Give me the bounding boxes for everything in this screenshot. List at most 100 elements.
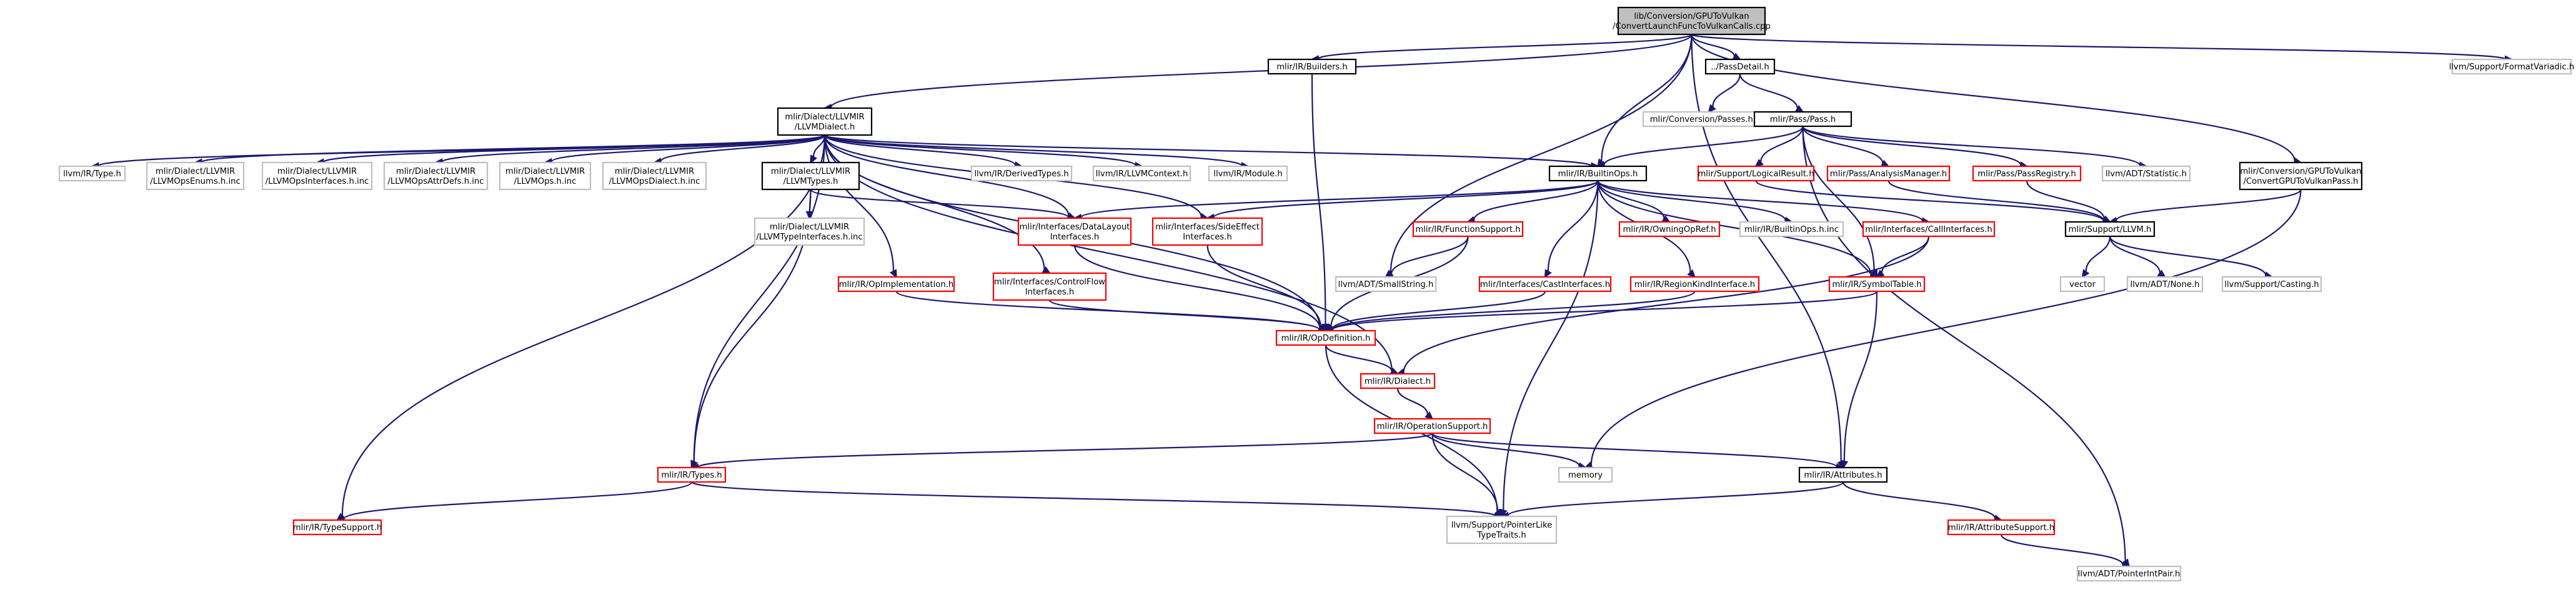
edge-line bbox=[2000, 534, 2124, 566]
node-opdefinition[interactable]: mlir/IR/OpDefinition.h bbox=[1275, 329, 1376, 346]
node-box bbox=[2126, 276, 2204, 293]
node-label: TypeTraits.h bbox=[1476, 531, 1526, 540]
node-analysismanager[interactable]: mlir/Pass/AnalysisManager.h bbox=[1826, 165, 1951, 182]
edge-converttovulkanpass-to-supportllvm bbox=[2108, 189, 2302, 225]
edge-line bbox=[1755, 180, 2105, 222]
edge-arrowhead bbox=[1754, 159, 1764, 168]
node-logicalresult[interactable]: mlir/Support/LogicalResult.h bbox=[1697, 165, 1815, 182]
edge-line bbox=[1403, 236, 1930, 373]
edge-line bbox=[1843, 291, 1878, 462]
edge-supportllvm-to-vector bbox=[2081, 236, 2111, 279]
node-operationsupport[interactable]: mlir/IR/OperationSupport.h bbox=[1373, 418, 1491, 434]
node-dialect[interactable]: mlir/IR/Dialect.h bbox=[1360, 373, 1436, 389]
node-label: mlir/IR/FunctionSupport.h bbox=[1415, 225, 1520, 234]
edge-line bbox=[2026, 180, 2106, 219]
node-opsinterfaces: mlir/Dialect/LLVMIR/LLVMOpsInterfaces.h.… bbox=[261, 161, 373, 191]
node-label: lib/Conversion/GPUToVulkan bbox=[1634, 12, 1749, 21]
edge-callinterfaces-to-symboltable bbox=[1875, 236, 1930, 278]
node-label: mlir/Dialect/LLVMIR bbox=[770, 223, 849, 232]
edge-operationsupport-to-pointerliketypetraits bbox=[1431, 433, 1503, 518]
edge-attributesupport-to-pointerintpair bbox=[2000, 534, 2131, 569]
node-box bbox=[1267, 58, 1357, 75]
node-castinterfaces[interactable]: mlir/Interfaces/CastInterfaces.h bbox=[1478, 276, 1612, 293]
edge-operationsupport-to-attributes bbox=[1431, 432, 1845, 471]
edge-line bbox=[823, 134, 895, 272]
node-memory: memory bbox=[1558, 466, 1613, 483]
node-opsenums: mlir/Dialect/LLVMIR/LLVMOpsEnums.h.inc bbox=[146, 161, 245, 191]
edge-line bbox=[1048, 299, 1321, 331]
node-builders[interactable]: mlir/IR/Builders.h bbox=[1267, 58, 1357, 75]
node-regionkind[interactable]: mlir/IR/RegionKindInterface.h bbox=[1629, 276, 1760, 293]
edge-arrowhead bbox=[1708, 104, 1716, 114]
node-root[interactable]: lib/Conversion/GPUToVulkan/ConvertLaunch… bbox=[1613, 6, 1771, 36]
node-converttovulkanpass[interactable]: mlir/Conversion/GPUToVulkan/ConvertGPUTo… bbox=[2239, 161, 2363, 191]
node-box bbox=[1151, 217, 1263, 246]
node-types[interactable]: mlir/IR/Types.h bbox=[657, 466, 727, 483]
node-attributesupport[interactable]: mlir/IR/AttributeSupport.h bbox=[1947, 519, 2056, 536]
edge-line bbox=[1802, 126, 1884, 164]
node-box bbox=[970, 165, 1073, 182]
node-pass[interactable]: mlir/Pass/Pass.h bbox=[1753, 111, 1852, 128]
node-llvmdialect[interactable]: mlir/Dialect/LLVMIR/LLVMDialect.h bbox=[777, 107, 873, 136]
node-opimplementation[interactable]: mlir/IR/OpImplementation.h bbox=[837, 276, 955, 293]
edge-line bbox=[1390, 34, 1693, 273]
node-supportllvm[interactable]: mlir/Support/LLVM.h bbox=[2064, 221, 2156, 238]
node-irtype: llvm/IR/Type.h bbox=[58, 165, 126, 182]
edge-line bbox=[1311, 73, 1326, 325]
node-box bbox=[2059, 276, 2106, 293]
edge-line bbox=[697, 432, 1433, 468]
node-functionsupport[interactable]: mlir/IR/FunctionSupport.h bbox=[1412, 221, 1524, 238]
node-attributes[interactable]: mlir/IR/Attributes.h bbox=[1798, 466, 1888, 483]
edge-line bbox=[441, 134, 826, 163]
node-label: Interfaces.h bbox=[1183, 233, 1231, 242]
node-smallstring: llvm/ADT/SmallString.h bbox=[1335, 276, 1437, 293]
node-box bbox=[1360, 373, 1436, 389]
node-label: mlir/IR/TypeSupport.h bbox=[293, 523, 382, 533]
edge-line bbox=[1597, 180, 1786, 221]
node-label: /LLVMOpsEnums.h.inc bbox=[150, 177, 241, 186]
edge-attributes-to-attributesupport bbox=[1842, 481, 2003, 523]
node-passregistry[interactable]: mlir/Pass/PassRegistry.h bbox=[1972, 165, 2082, 182]
edge-line bbox=[1691, 34, 2295, 161]
edge-builtinops-to-sideeffect bbox=[1205, 179, 1599, 222]
node-builtinops[interactable]: mlir/IR/BuiltinOps.h bbox=[1548, 165, 1648, 182]
node-label: mlir/IR/BuiltinOps.h bbox=[1558, 169, 1638, 179]
node-owningopref[interactable]: mlir/IR/OwningOpRef.h bbox=[1618, 221, 1721, 238]
edge-converttovulkanpass-to-memory bbox=[1584, 189, 2302, 469]
node-label: mlir/Pass/PassRegistry.h bbox=[1977, 169, 2076, 179]
node-label: /ConvertGPUToVulkanPass.h bbox=[2243, 177, 2358, 186]
edge-datalayout-to-opdefinition bbox=[1073, 244, 1328, 333]
node-label: mlir/Dialect/LLVMIR bbox=[771, 167, 850, 176]
node-box bbox=[58, 165, 126, 182]
edge-line bbox=[690, 481, 1496, 517]
edge-arrowhead bbox=[1840, 459, 1849, 469]
edge-arrowhead bbox=[1544, 269, 1552, 279]
node-box bbox=[1618, 221, 1721, 238]
node-box bbox=[1558, 466, 1613, 483]
node-derivedtypes: llvm/IR/DerivedTypes.h bbox=[970, 165, 1073, 182]
node-box bbox=[2064, 221, 2156, 238]
node-symboltable[interactable]: mlir/IR/SymbolTable.h bbox=[1828, 276, 1926, 293]
nodes-layer: lib/Conversion/GPUToVulkan/ConvertLaunch… bbox=[58, 6, 2575, 582]
edge-passdetail-to-passesinc bbox=[1708, 73, 1741, 114]
node-label: ../PassDetail.h bbox=[1711, 63, 1769, 72]
node-typesupport[interactable]: mlir/IR/TypeSupport.h bbox=[293, 519, 382, 536]
node-callinterfaces[interactable]: mlir/Interfaces/CallInterfaces.h bbox=[1862, 221, 1996, 238]
node-label: llvm/IR/Type.h bbox=[63, 169, 121, 179]
edge-line bbox=[1507, 481, 1844, 517]
edge-line bbox=[1887, 180, 2105, 221]
node-passdetail[interactable]: ../PassDetail.h bbox=[1704, 58, 1776, 75]
node-typeinterfacesinc: mlir/Dialect/LLVMIR/LLVMTypeInterfaces.h… bbox=[753, 217, 865, 246]
edge-line bbox=[1691, 34, 1736, 57]
node-label: mlir/Interfaces/DataLayout bbox=[1020, 223, 1130, 232]
edge-root-to-converttovulkanpass bbox=[1691, 34, 2303, 165]
node-label: llvm/Support/FormatVariadic.h bbox=[2449, 63, 2575, 72]
node-box bbox=[1753, 111, 1852, 128]
node-label: llvm/ADT/PointerIntPair.h bbox=[2078, 569, 2181, 579]
node-pointerintpair: llvm/ADT/PointerIntPair.h bbox=[2076, 565, 2182, 582]
node-llvmtypes[interactable]: mlir/Dialect/LLVMIR/LLVMTypes.h bbox=[761, 161, 860, 191]
